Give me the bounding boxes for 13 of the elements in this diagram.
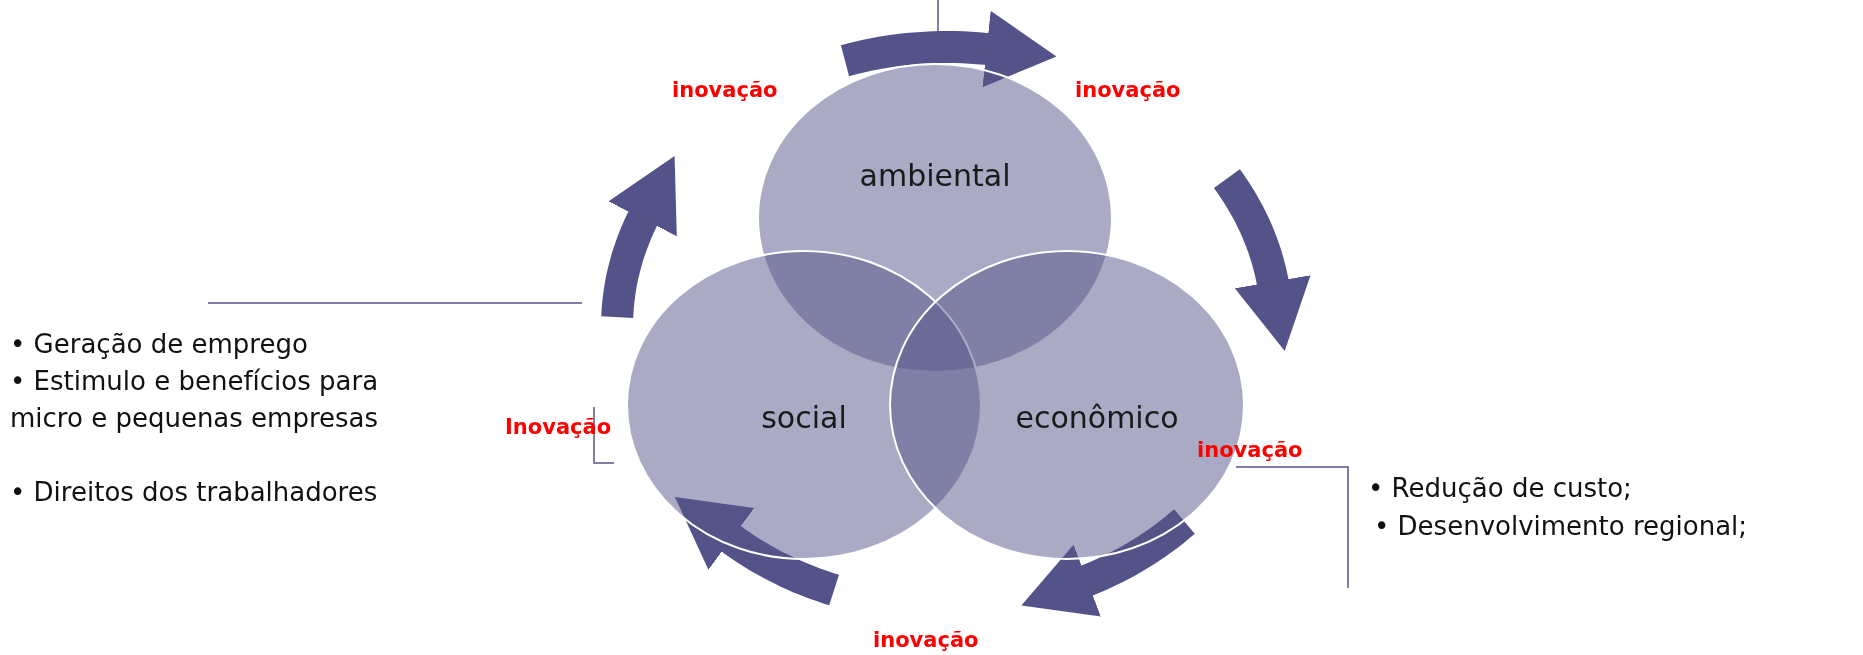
innovation-label: inovação bbox=[672, 78, 778, 102]
circle-label: econômico bbox=[1014, 400, 1180, 435]
bullet-item: • Desenvolvimento regional; bbox=[1374, 510, 1749, 543]
innovation-label: Inovação bbox=[505, 415, 612, 439]
innovation-label: inovação bbox=[1075, 78, 1181, 102]
bullet-item: • Direitos dos trabalhadores bbox=[10, 476, 379, 509]
bullet-item: • Redução de custo; bbox=[1368, 472, 1633, 505]
innovation-label: inovação bbox=[873, 628, 979, 652]
innovation-label: inovação bbox=[1197, 438, 1303, 462]
circle-label: ambiental bbox=[858, 158, 1012, 193]
bullet-item: • Geração de emprego bbox=[10, 328, 309, 361]
bullet-item: • Estimulo e benefícios para micro e pequenas empresas bbox=[10, 365, 380, 435]
circle-label: social bbox=[760, 400, 848, 435]
